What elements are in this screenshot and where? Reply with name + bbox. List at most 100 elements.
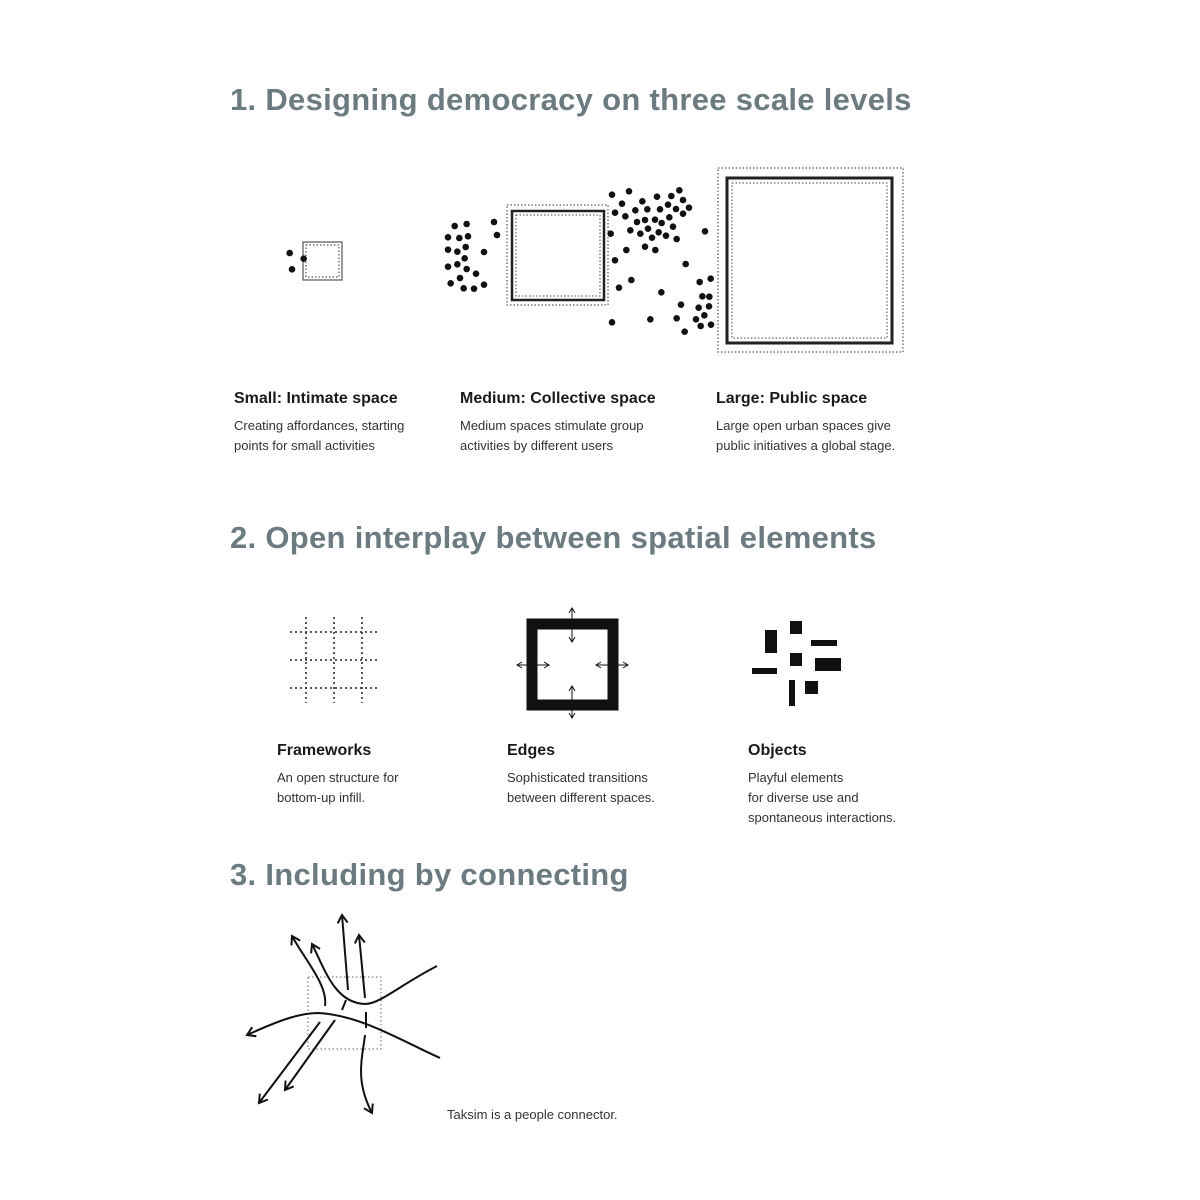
caption-text: An open structure for [277, 770, 399, 785]
person-dot [677, 301, 685, 308]
edges-square-icon [516, 607, 629, 719]
caption-text: Large open urban spaces give [716, 418, 891, 433]
person-dot [644, 225, 652, 232]
person-dot [611, 209, 619, 216]
person-dot [681, 328, 688, 335]
person-dot [692, 316, 700, 323]
person-dot [454, 261, 461, 268]
person-dot [623, 246, 630, 254]
connector-caption: Taksim is a people connector. [447, 1107, 618, 1122]
frameworks-caption: Frameworks An open structure for bottom-… [277, 742, 517, 808]
person-dot [707, 275, 714, 282]
large-space-caption: Large: Public space Large open urban spa… [716, 390, 956, 456]
person-dot [652, 246, 659, 254]
caption-title: Small: Intimate space [234, 390, 398, 407]
person-dot [653, 193, 661, 200]
person-dot [705, 303, 713, 310]
person-dot [651, 216, 659, 223]
section-1-heading: 1. Designing democracy on three scale le… [230, 82, 912, 117]
person-dot [664, 201, 672, 208]
person-dot [668, 192, 675, 200]
person-dot [656, 206, 664, 213]
person-dot [490, 218, 498, 226]
caption-text: Creating affordances, starting [234, 418, 405, 433]
person-dot [641, 243, 649, 250]
person-dot [460, 285, 467, 292]
person-dot [658, 219, 665, 227]
person-dot [461, 255, 468, 262]
person-dot [662, 232, 670, 239]
person-dot [641, 216, 649, 224]
caption-text: public initiatives a global stage. [716, 438, 896, 453]
person-dot [647, 316, 654, 323]
person-dot [615, 284, 623, 291]
objects-blocks-icon [752, 621, 841, 706]
person-dot [666, 214, 673, 221]
person-dot [451, 222, 458, 230]
medium-space-caption: Medium: Collective space Medium spaces s… [460, 390, 700, 456]
person-dot [463, 265, 470, 273]
person-dot [707, 321, 715, 328]
section-2-heading: 2. Open interplay between spatial elemen… [230, 520, 877, 555]
person-dot [625, 188, 633, 195]
caption-text: for diverse use and [748, 790, 859, 805]
person-dot [622, 213, 629, 220]
person-dot [456, 234, 463, 242]
objects-caption: Objects Playful elements for diverse use… [748, 742, 988, 828]
person-dot [300, 255, 307, 262]
person-dot [480, 281, 488, 288]
person-dot [679, 196, 687, 204]
person-dot [470, 285, 478, 292]
person-dot [696, 278, 703, 286]
caption-title: Medium: Collective space [460, 390, 656, 407]
person-dot [673, 315, 680, 322]
person-dot [444, 246, 452, 253]
person-dot [456, 274, 464, 282]
person-dot [607, 230, 614, 237]
person-dot [676, 187, 683, 194]
caption-text: Playful elements [748, 770, 844, 785]
caption-text: Medium spaces stimulate group [460, 418, 644, 433]
caption-text: Sophisticated transitions [507, 770, 648, 785]
person-dot [611, 257, 619, 264]
person-dot [701, 312, 708, 319]
person-dot [648, 234, 656, 241]
caption-text: spontaneous interactions. [748, 810, 897, 825]
person-dot [608, 191, 616, 198]
person-dot [628, 276, 635, 284]
person-dot [633, 218, 641, 226]
person-dot [608, 319, 616, 326]
section-3-heading: 3. Including by connecting [230, 857, 629, 892]
person-dot [444, 263, 452, 270]
person-dot [673, 235, 680, 243]
person-dot [685, 204, 693, 211]
person-dot [463, 220, 470, 228]
caption-text: points for small activities [234, 438, 375, 453]
caption-title: Edges [507, 742, 556, 759]
person-dot [679, 210, 687, 217]
person-dot [444, 234, 452, 241]
person-dot [447, 280, 454, 287]
frameworks-grid-icon [290, 617, 378, 703]
person-dot [288, 266, 296, 273]
person-dot [699, 293, 706, 300]
person-dot [701, 228, 709, 235]
person-dot [493, 231, 501, 239]
caption-text: activities by different users [460, 438, 613, 453]
medium-space-diagram [444, 204, 609, 306]
caption-title: Frameworks [277, 742, 372, 759]
person-dot [618, 200, 626, 207]
person-dot [697, 322, 704, 330]
caption-title: Objects [748, 742, 807, 759]
person-dot [454, 248, 461, 255]
person-dot [695, 304, 702, 311]
small-space-caption: Small: Intimate space Creating affordanc… [234, 390, 474, 456]
person-dot [682, 260, 689, 268]
small-space-diagram [286, 241, 343, 281]
person-dot [464, 233, 472, 240]
caption-text: bottom-up infill. [277, 790, 366, 805]
large-space-diagram [607, 167, 904, 353]
person-dot [286, 249, 293, 257]
